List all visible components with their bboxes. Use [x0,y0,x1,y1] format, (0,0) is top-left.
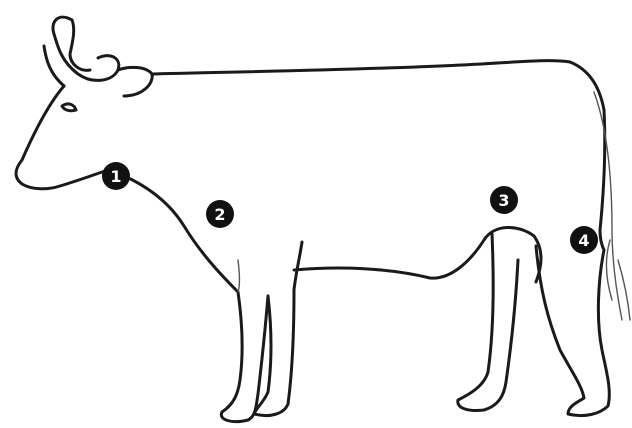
ear [118,67,152,96]
marker-4: 4 [570,226,598,254]
marker-1-label: 1 [110,167,121,186]
marker-3-label: 3 [498,191,509,210]
marker-2-label: 2 [214,205,225,224]
cow-outline [16,61,630,422]
horn [44,17,119,86]
marker-3: 3 [490,186,518,214]
marker-4-label: 4 [578,231,589,250]
marker-2: 2 [206,200,234,228]
marker-1: 1 [102,162,130,190]
